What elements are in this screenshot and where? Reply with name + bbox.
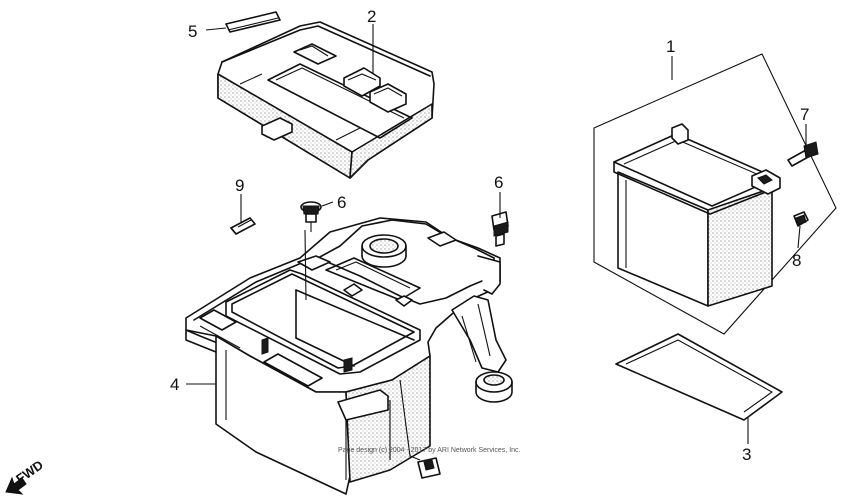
battery-pad-part <box>615 333 783 421</box>
forward-direction-indicator: FWD <box>5 457 46 495</box>
callout-7: 7 <box>800 105 809 124</box>
callout-6-right: 6 <box>494 173 503 192</box>
battery-cover-part <box>217 21 435 179</box>
callout-5: 5 <box>188 22 197 41</box>
bolt-part-9 <box>230 217 256 235</box>
copyright-text: Page design (c) 2004 - 2017 by ARI Netwo… <box>338 447 521 454</box>
callout-3: 3 <box>742 445 751 464</box>
nut-part-8 <box>793 211 809 227</box>
bolt-part-7 <box>787 141 819 167</box>
callout-4: 4 <box>170 375 179 394</box>
callout-6-left: 6 <box>337 193 346 212</box>
callout-9: 9 <box>235 176 244 195</box>
callout-8: 8 <box>792 251 801 270</box>
callout-labels: 5 2 9 6 6 4 1 7 8 3 <box>170 7 809 464</box>
callout-1: 1 <box>666 37 675 56</box>
battery-part <box>613 123 781 307</box>
arrow-down-left-icon <box>5 476 27 495</box>
battery-assembly-outline <box>593 53 837 335</box>
bolt-part-6-right <box>491 211 509 247</box>
bolt-part-6-left <box>300 201 322 232</box>
callout-2: 2 <box>367 7 376 26</box>
label-sticker-part <box>225 11 281 33</box>
battery-box-part <box>185 217 513 495</box>
leader-lines <box>186 24 807 444</box>
fwd-label: FWD <box>13 457 46 486</box>
